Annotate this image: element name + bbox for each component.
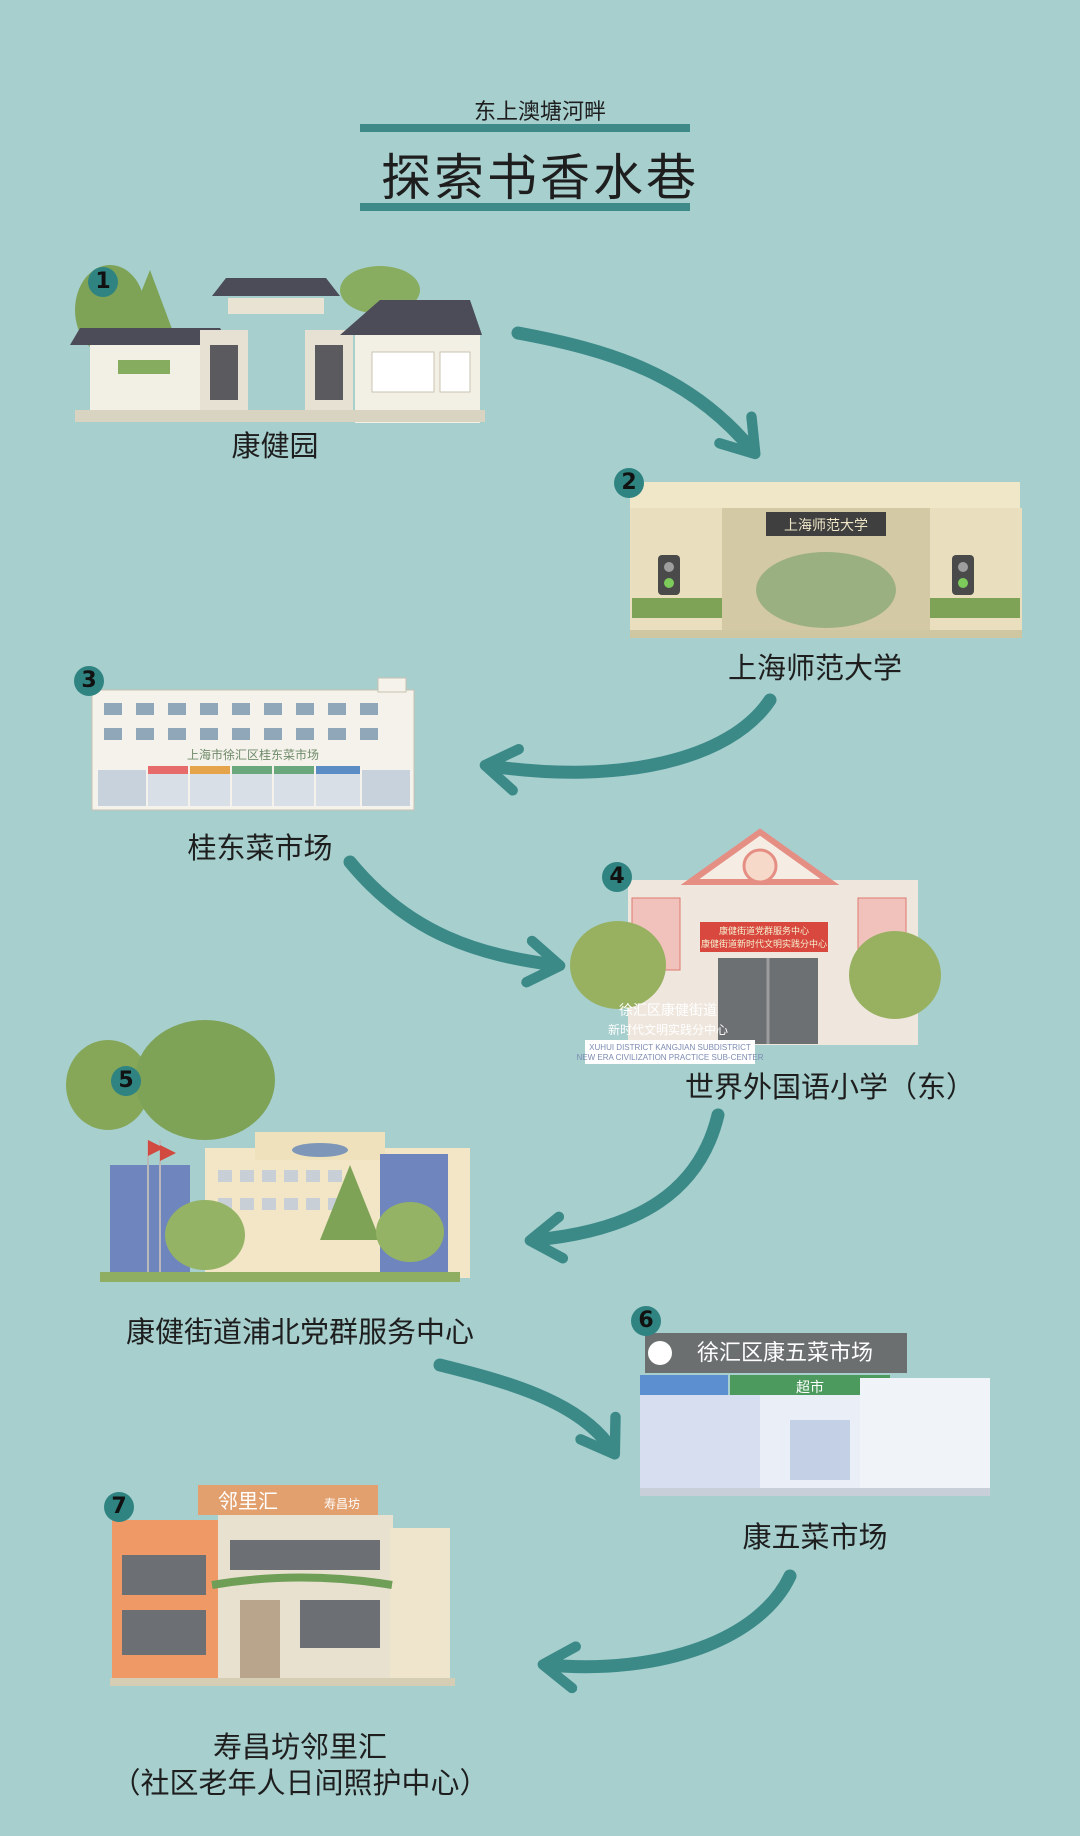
school-sign-line1: 康健街道党群服务中心 bbox=[719, 925, 809, 936]
plaque-en-1: XUHUI DISTRICT KANGJIAN SUBDISTRICT bbox=[589, 1043, 751, 1052]
school-sign-line2: 康健街道新时代文明实践分中心 bbox=[701, 938, 827, 949]
stop-label-3: 桂东菜市场 bbox=[187, 831, 333, 865]
page-title: 探索书香水巷 bbox=[381, 149, 699, 207]
arrow-6-7 bbox=[537, 1569, 797, 1694]
guidong-sign: 上海市徐汇区桂东菜市场 bbox=[187, 747, 319, 762]
stop-badge-3: 3 bbox=[74, 666, 104, 696]
building-4-world-foreign-language-school: 康健街道党群服务中心 康健街道新时代文明实践分中心 XUHUI DISTRICT… bbox=[570, 828, 941, 1064]
neighborhood-sign-2: 寿昌坊 bbox=[324, 1496, 360, 1511]
subtitle: 东上澳塘河畔 bbox=[473, 100, 606, 125]
title-rule-top bbox=[360, 124, 690, 132]
arrow-3-4 bbox=[343, 855, 566, 988]
title-rule-bottom bbox=[360, 203, 690, 211]
kangwu-subsign: 超市 bbox=[796, 1379, 824, 1395]
stop-badge-4: 4 bbox=[602, 862, 632, 892]
stop-label-7-line1: 寿昌坊邻里汇 bbox=[212, 1730, 387, 1764]
stop-label-4: 世界外国语小学（东） bbox=[684, 1070, 975, 1104]
stop-badge-5: 5 bbox=[111, 1066, 141, 1096]
shnu-sign: 上海师范大学 bbox=[784, 517, 868, 533]
building-3-guidong-market: 上海市徐汇区桂东菜市场 bbox=[91, 677, 415, 811]
stop-label-7-line2: （社区老年人日间照护中心） bbox=[111, 1766, 489, 1800]
arrow-2-3 bbox=[479, 693, 777, 796]
plaque-en-2: NEW ERA CIVILIZATION PRACTICE SUB-CENTER bbox=[577, 1053, 764, 1062]
neighborhood-sign: 邻里汇 bbox=[218, 1490, 278, 1513]
plaque-cn-1: 徐汇区康健街道 bbox=[619, 1002, 717, 1018]
stop-badge-6: 6 bbox=[631, 1306, 661, 1336]
building-5-pubei-service-center bbox=[66, 1020, 470, 1282]
stop-badge-7: 7 bbox=[104, 1492, 134, 1522]
stop-label-5: 康健街道浦北党群服务中心 bbox=[125, 1315, 474, 1349]
building-6-kangwu-market: 徐汇区康五菜市场 超市 bbox=[640, 1333, 990, 1496]
building-7-shouchangfang: 邻里汇 寿昌坊 bbox=[110, 1485, 455, 1686]
stop-badge-1: 1 bbox=[88, 267, 118, 297]
stop-label-2: 上海师范大学 bbox=[727, 651, 902, 685]
kangwu-sign: 徐汇区康五菜市场 bbox=[697, 1340, 873, 1365]
arrow-4-5 bbox=[524, 1108, 725, 1264]
building-1-kangjian-park bbox=[70, 265, 485, 423]
arrow-5-6 bbox=[433, 1358, 621, 1460]
building-2-shnu-gate: 上海师范大学 bbox=[630, 482, 1022, 638]
stop-label-6: 康五菜市场 bbox=[742, 1520, 888, 1554]
stop-label-1: 康健园 bbox=[231, 429, 319, 463]
arrow-1-2 bbox=[511, 326, 761, 460]
plaque-cn-2: 新时代文明实践分中心 bbox=[608, 1022, 728, 1037]
stop-badge-2: 2 bbox=[614, 468, 644, 498]
